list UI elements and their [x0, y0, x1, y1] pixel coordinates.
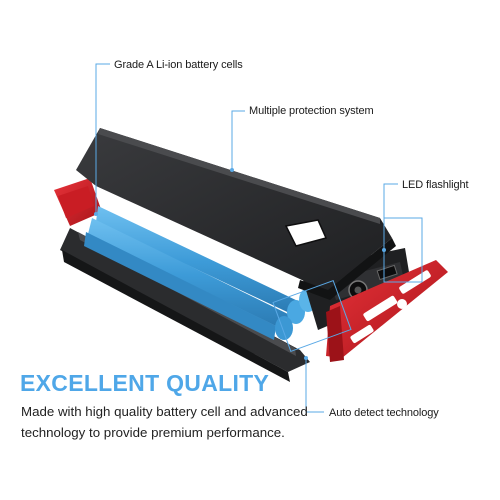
far-red-end-cap: [54, 178, 102, 226]
description-line: Made with high quality battery cell and …: [21, 404, 308, 419]
end-cap-slot-icon: [350, 325, 374, 343]
flashlight-lens-icon: [397, 299, 407, 309]
callout-line-protection: [231, 110, 245, 170]
callout-led-flashlight: LED flashlight: [402, 179, 469, 191]
callout-protection-system: Multiple protection system: [249, 105, 374, 117]
callout-battery-cells: Grade A Li-ion battery cells: [114, 59, 243, 71]
callout-auto-detect: Auto detect technology: [329, 407, 439, 419]
near-red-end-cap: [326, 260, 448, 362]
description: Made with high quality battery cell and …: [21, 401, 311, 443]
top-shell-lid: [76, 128, 396, 300]
end-cap-slot-icon: [363, 295, 398, 322]
cell-end-2: [275, 316, 293, 340]
lid-window: [284, 219, 328, 247]
auto-detect-highlight-box: [272, 279, 352, 353]
headline: EXCELLENT QUALITY: [20, 370, 270, 396]
description-line: technology to provide premium performanc…: [21, 425, 285, 440]
micro-usb-port-icon: [376, 264, 398, 281]
callout-line-auto: [305, 358, 324, 413]
callout-line-cells: [95, 63, 110, 214]
